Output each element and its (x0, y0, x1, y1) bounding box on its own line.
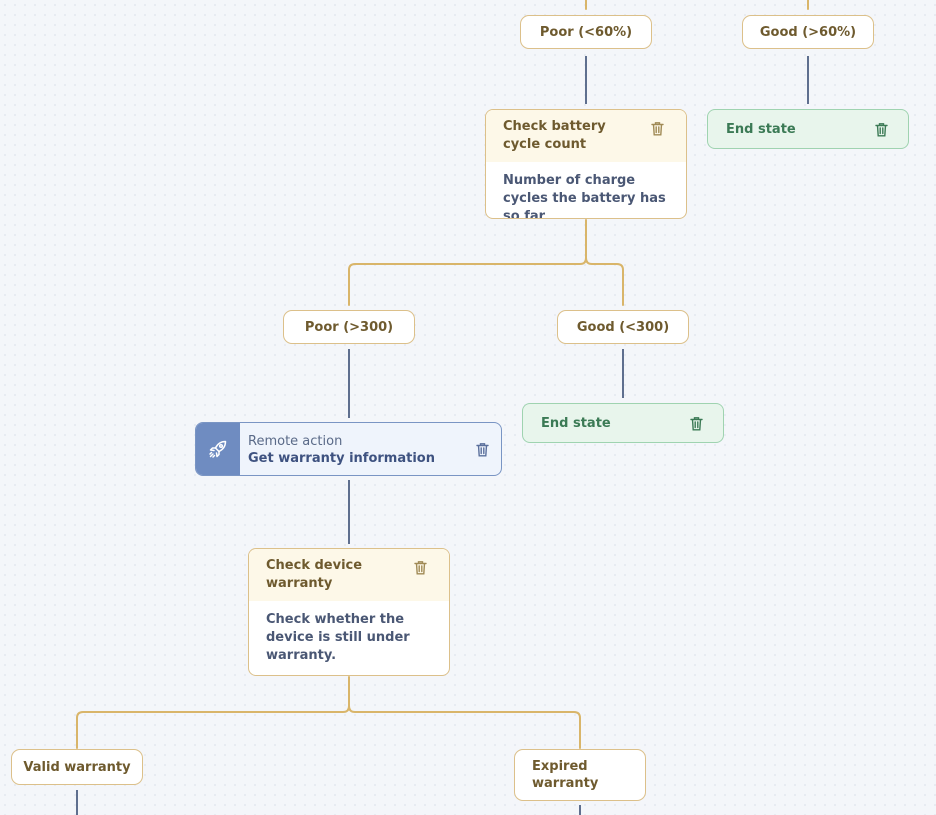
remote-action-title: Get warranty information (248, 451, 435, 466)
remote-action-kind: Remote action (248, 434, 343, 449)
branch-poor-300[interactable]: Poor (>300) (283, 310, 415, 344)
end-state-label: End state (541, 415, 611, 431)
edge-battery-to-branches (348, 219, 624, 306)
remote-action-node[interactable]: Remote action Get warranty information (195, 422, 502, 476)
decision-description: Number of charge cycles the battery has … (503, 173, 666, 219)
decision-header: Check battery cycle count (486, 110, 686, 162)
decision-check-device-warranty[interactable]: Check device warranty Check whether the … (248, 548, 450, 676)
branch-label: Good (<300) (576, 319, 670, 335)
branch-good-300[interactable]: Good (<300) (557, 310, 689, 344)
end-state-node[interactable]: End state (707, 109, 909, 149)
branch-poor-60[interactable]: Poor (<60%) (520, 15, 652, 49)
branch-label: Good (>60%) (759, 24, 857, 40)
branch-good-60[interactable]: Good (>60%) (742, 15, 874, 49)
branch-expired-warranty[interactable]: Expired warranty (514, 749, 646, 801)
remote-action-text: Remote action Get warranty information (248, 433, 435, 467)
decision-title: Check device warranty (266, 558, 363, 591)
trash-icon[interactable] (690, 416, 703, 431)
rocket-icon (196, 423, 240, 475)
trash-icon[interactable] (414, 560, 427, 575)
end-state-node[interactable]: End state (522, 403, 724, 443)
branch-label: Valid warranty (23, 759, 131, 775)
branch-label: Poor (>300) (304, 319, 394, 335)
trash-icon[interactable] (875, 122, 888, 137)
decision-description: Check whether the device is still under … (266, 612, 410, 663)
trash-icon[interactable] (476, 442, 489, 457)
branch-label: Poor (<60%) (539, 24, 633, 40)
end-state-label: End state (726, 121, 796, 137)
branch-valid-warranty[interactable]: Valid warranty (11, 749, 143, 785)
decision-header: Check device warranty (249, 549, 449, 601)
branch-label: Expired warranty (532, 759, 599, 791)
trash-icon[interactable] (651, 121, 664, 136)
edge-warranty-to-branches (76, 676, 581, 749)
decision-title: Check battery cycle count (503, 119, 606, 152)
decision-check-battery-cycle-count[interactable]: Check battery cycle count Number of char… (485, 109, 687, 219)
